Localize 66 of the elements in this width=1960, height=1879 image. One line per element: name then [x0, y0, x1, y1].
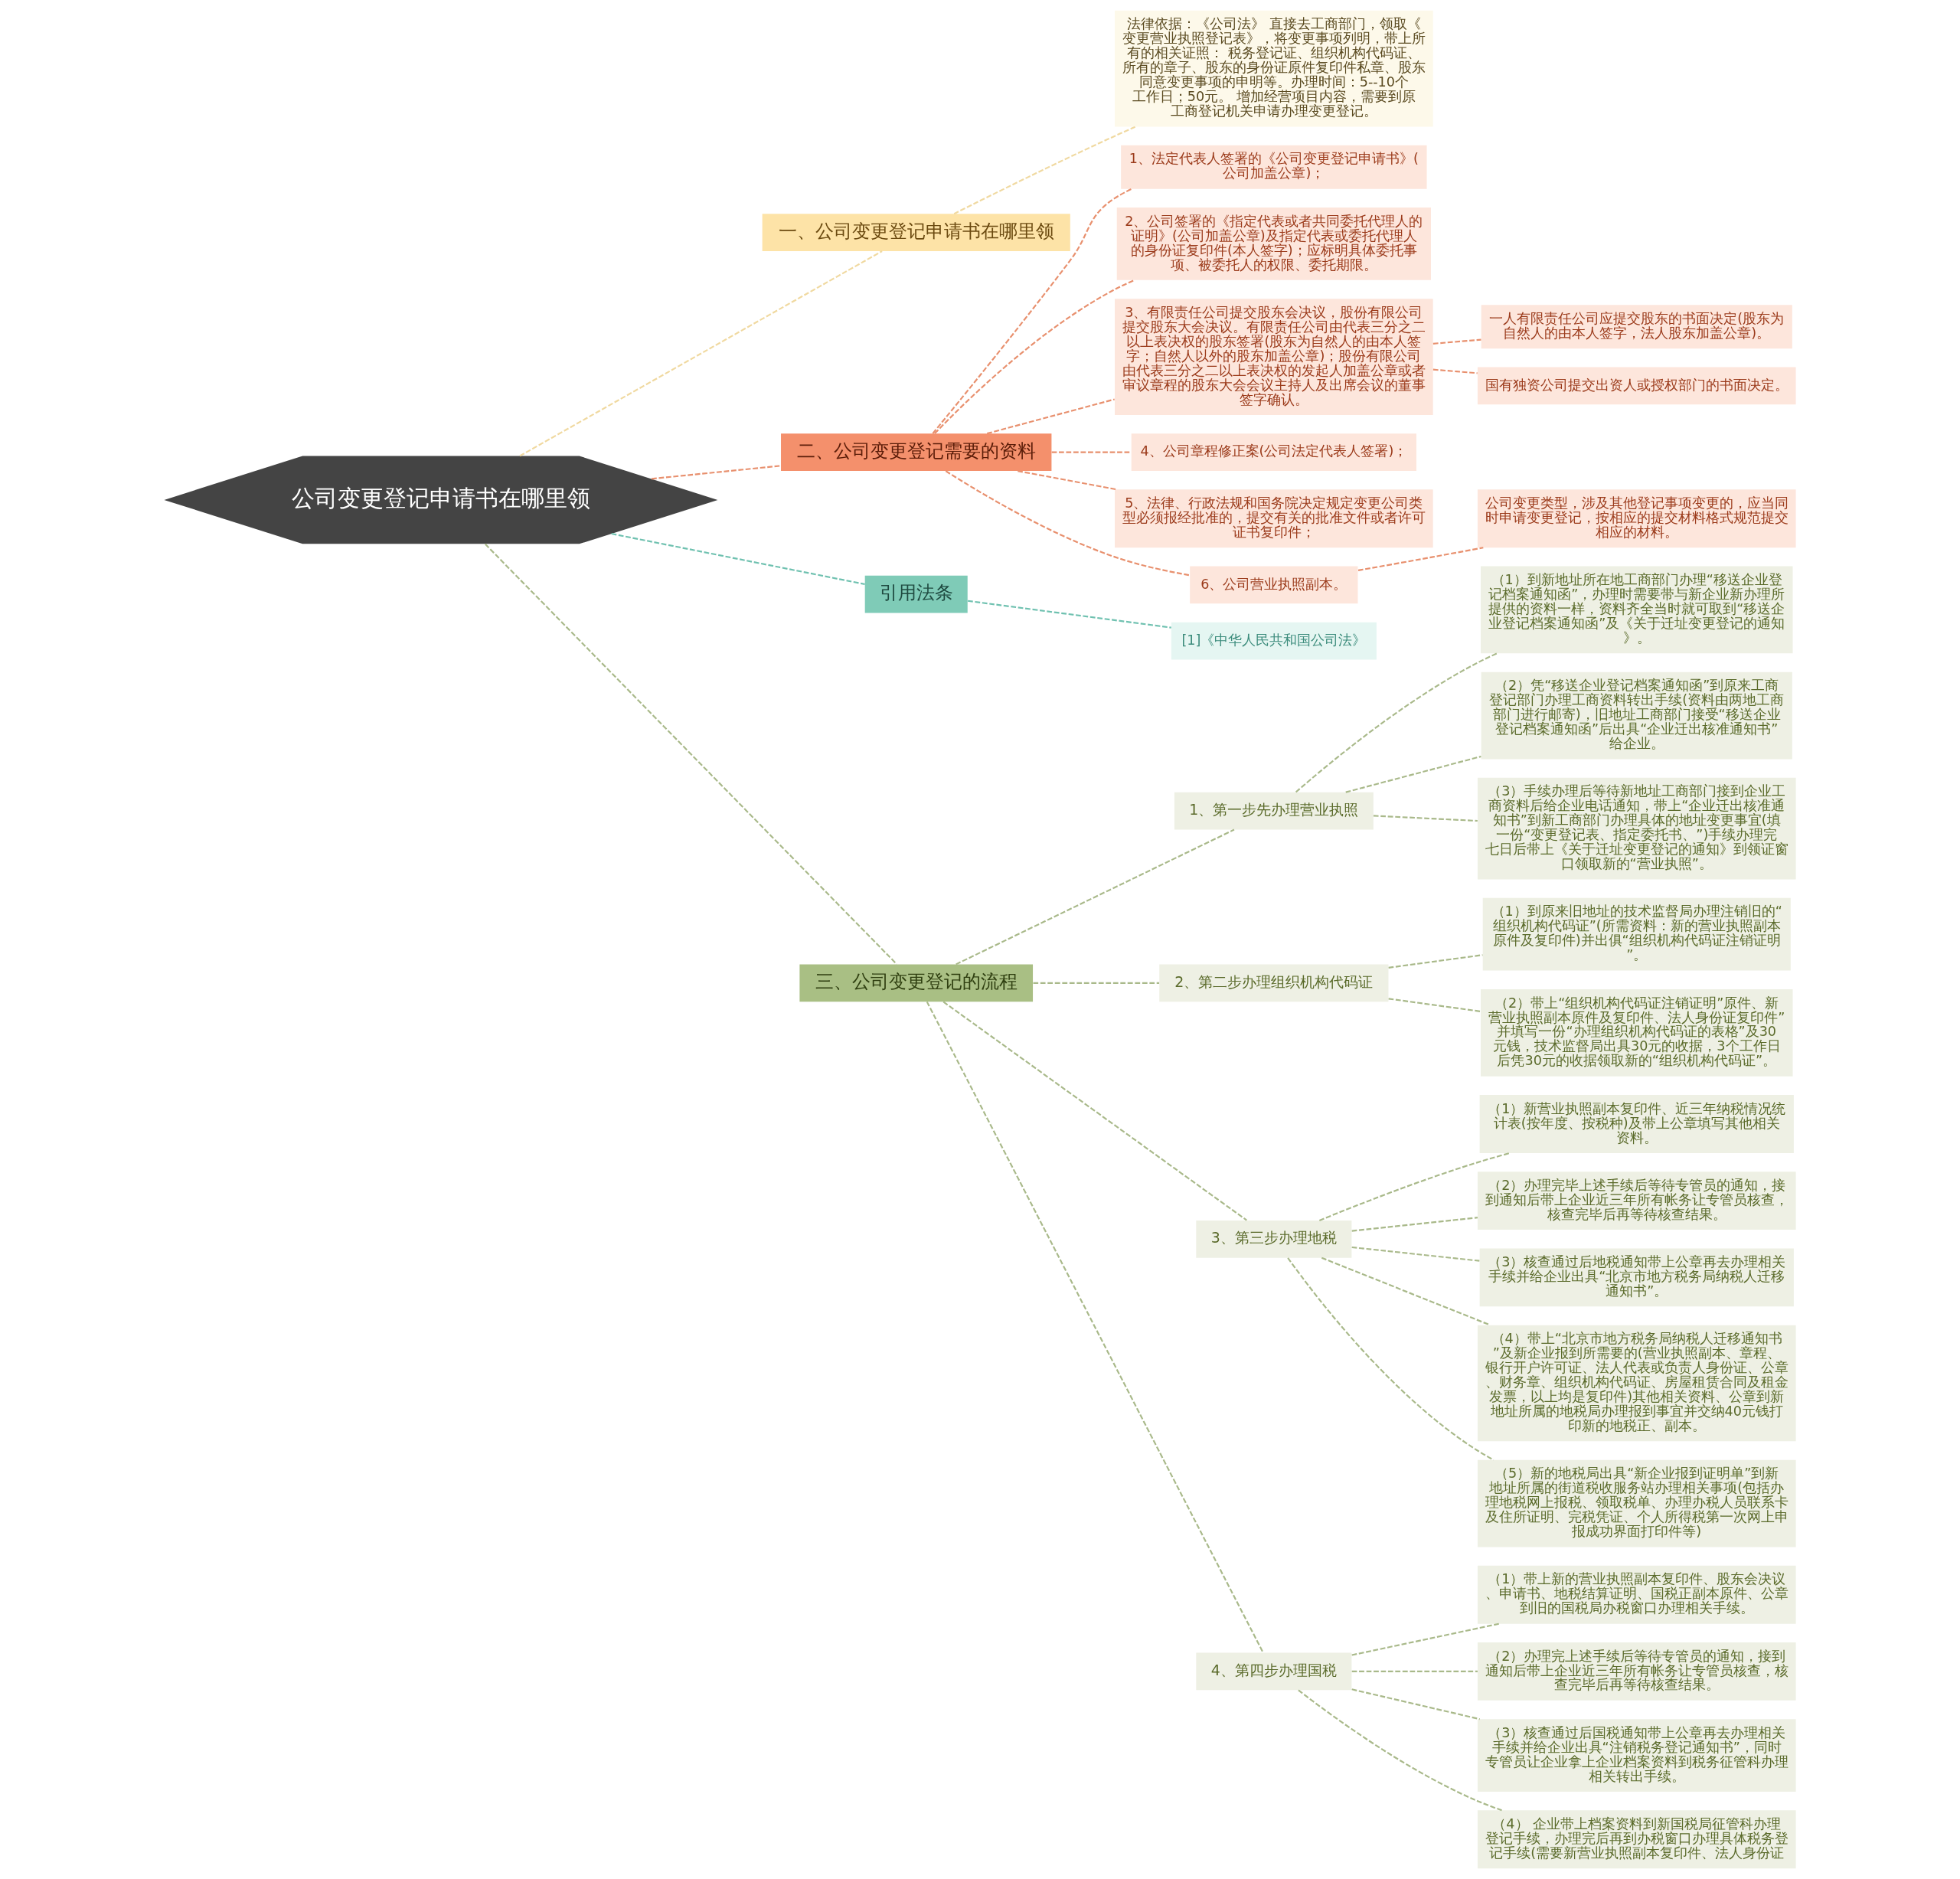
node-box: （1）到原来旧地址的技术监督局办理注销旧的“组织机构代码证”(所需资料：新的营业执照副本原件及复印件)并出俱“组织机构代码证注销证明”。 — [1482, 897, 1791, 971]
connector — [1357, 547, 1484, 571]
connector — [1388, 998, 1481, 1012]
connector — [1298, 1689, 1502, 1812]
node-box: 6、公司营业执照副本。 — [1190, 566, 1358, 604]
node-box: （4） 企业带上档案资料到新国税局征管科办理登记手续，办理完后再到办税窗口办理具体税务登记手续(需要新营业执照副本复印件、法人身份证 — [1477, 1810, 1796, 1869]
node-box: （4）带上“北京市地方税务局纳税人迁移通知书”及新企业报到所需要的(营业执照副本、章程、银行开户许可证、法人代表或负责人身份证、公章、财务章、组织机构代码证、房屋租赁合同及租金发票，以上均是复印件)其他相关资料、公章到新地址所属的地税局办理报到事宜并交纳40元钱打印新的地税正、副本。 — [1477, 1325, 1796, 1442]
node-box: （3）核查通过后地税通知带上公章再去办理相关手续并给企业出具“北京市地方税务局纳税人迁移通知书”。 — [1479, 1248, 1794, 1307]
connector — [1351, 1670, 1478, 1672]
connector — [968, 600, 1171, 629]
node-box: [1]《中华人民共和国公司法》 — [1171, 622, 1377, 660]
node-box: 一、公司变更登记申请书在哪里领 — [762, 214, 1070, 251]
connector — [1318, 1152, 1511, 1221]
node-box: （1）带上新的营业执照副本复印件、股东会决议、申请书、地税结算证明、国税正副本原件、公章到旧的国税局办税窗口办理相关手续。 — [1477, 1565, 1796, 1624]
connector — [1351, 1688, 1481, 1721]
connector — [1287, 1257, 1494, 1461]
node-box: 3、有限责任公司提交股东会决议，股份有限公司提交股东大会决议。有限责任公司由代表三分之二以上表决权的股东签署(股东为自然人的由本人签字；自然人以外的股东加盖公章)；股份有限公司由代表三分之二以上表决权的发起人加盖公章或者审议章程的股东大会会议主持人及出席会议的董事签字确认。 — [1115, 299, 1433, 415]
node-box: （3）手续办理后等待新地址工商部门接到企业工商资料后给企业电话通知，带上“企业迁出核准通知书”到新工商部门办理具体的地址变更事宜(填一份“变更登记表、指定委托书、”)手续办理完七日后带上《关于迁址变更登记的通知》到领证窗口领取新的“营业执照”。 — [1477, 777, 1796, 880]
connector — [956, 828, 1235, 966]
connector — [1351, 1622, 1500, 1656]
connector — [1432, 338, 1481, 345]
node-box: （2）办理完上述手续后等待专管员的通知，接到通知后带上企业近三年所有帐务让专管员核查，核查完毕后再等待核查结果。 — [1477, 1642, 1796, 1701]
connector — [1033, 982, 1160, 984]
node-box: （1）到新地址所在地工商部门办理“移送企业登记档案通知函”，办理时需要带与新企业新办理所提供的资料一样，资料齐全当时就可取到“移送企业登记档案通知函”及《关于迁址变更登记的通知》。 — [1480, 566, 1793, 654]
connector — [1351, 1246, 1480, 1262]
node-box: 国有独资公司提交出资人或授权部门的书面决定。 — [1477, 367, 1796, 405]
node-box: （1）新营业执照副本复印件、近三年纳税情况统计表(按年度、按税种)及带上公章填写其他相关资料。 — [1479, 1095, 1794, 1153]
node-box: 1、法定代表人签署的《公司变更登记申请书》(公司加盖公章)； — [1121, 145, 1427, 189]
connector — [945, 470, 1190, 577]
node-box: 2、公司签署的《指定代表或者共同委托代理人的证明》(公司加盖公章)及指定代表或委托代理人的身份证复印件(本人签字)；应标明具体委托事项、被委托人的权限、委托期限。 — [1116, 208, 1431, 280]
connector — [953, 126, 1136, 215]
connector — [1373, 815, 1478, 822]
connector — [987, 398, 1115, 435]
connector — [1351, 1217, 1478, 1232]
connector — [651, 465, 782, 480]
connector — [1432, 368, 1478, 374]
connector — [942, 1001, 1247, 1221]
connector — [485, 543, 897, 965]
node-box: （5）新的地税局出具“新企业报到证明单”到新地址所属的街道税收服务站办理相关事项(包括办理地税网上报税、领取税单、办理办税人员联系卡及住所证明、完税凭证、个人所得税第一次网上申报成功界面打印件等) — [1477, 1459, 1796, 1547]
node-box: 4、第四步办理国税 — [1196, 1652, 1352, 1691]
connector — [1051, 451, 1132, 453]
node-box: 2、第二步办理组织机构代码证 — [1159, 964, 1389, 1002]
node-box: 一人有限责任公司应提交股东的书面决定(股东为自然人的由本人签字，法人股东加盖公章)。 — [1481, 305, 1792, 349]
connector — [1018, 470, 1118, 491]
connector — [1388, 954, 1483, 969]
node-box: 法律依据：《公司法》 直接去工商部门，领取《变更营业执照登记表》，将变更事项列明，带上所有的相关证照： 税务登记证、组织机构代码证、所有的章子、股东的身份证原件复印件私章、股东同意变更事项的申明等。办理时间：5--10个工作日；50元。 增加经营项目内容，需要到原工商登记机关申请办理变更登记。 — [1115, 10, 1433, 127]
node-box: 引用法条 — [864, 575, 968, 613]
connector — [1295, 652, 1498, 793]
node-box: （2）带上“组织机构代码证注销证明”原件、新营业执照副本原件及复印件、法人身份证复印件”并填写一份“办理组织机构代码证的表格”及30元钱，技术监督局出具30元的收据，3个工作日后凭30元的收据领取新的“组织机构代码证”。 — [1480, 989, 1793, 1077]
connector — [932, 188, 1132, 434]
node-box: （2）办理完毕上述手续后等待专管员的通知，接到通知后带上企业近三年所有帐务让专管员核查，核查完毕后再等待核查结果。 — [1477, 1172, 1796, 1230]
connector — [1345, 755, 1481, 793]
node-box: 公司变更类型，涉及其他登记事项变更的，应当同时申请变更登记，按相应的提交材料格式规范提交相应的材料。 — [1477, 489, 1796, 548]
connector — [611, 533, 865, 586]
node-box: （3）核查通过后国税通知带上公章再去办理相关手续并给企业出具“注销税务登记通知书”，同时专管员让企业拿上企业档案资料到税务征管科办理相关转出手续。 — [1477, 1719, 1796, 1792]
connector — [934, 279, 1135, 434]
connector — [1321, 1256, 1491, 1326]
node-box: 三、公司变更登记的流程 — [799, 964, 1034, 1002]
connector — [926, 1001, 1264, 1653]
node-box: （2）凭“移送企业登记档案通知函”到原来工商登记部门办理工商资料转出手续(资料由两地工商部门进行邮寄)，旧地址工商部门接受“移送企业登记档案通知函”后出具“企业迁出核准通知书”给企业。 — [1481, 672, 1792, 760]
node-box: 5、法律、行政法规和国务院决定规定变更公司类型必须报经批准的，提交有关的批准文件或者许可证书复印件； — [1115, 489, 1433, 548]
node-box: 3、第三步办理地税 — [1196, 1220, 1352, 1258]
node-box: 1、第一步先办理营业执照 — [1174, 792, 1374, 830]
connector — [519, 250, 883, 457]
node-box: 4、公司章程修正案(公司法定代表人签署)； — [1131, 433, 1416, 471]
node-box: 二、公司变更登记需要的资料 — [781, 433, 1052, 471]
